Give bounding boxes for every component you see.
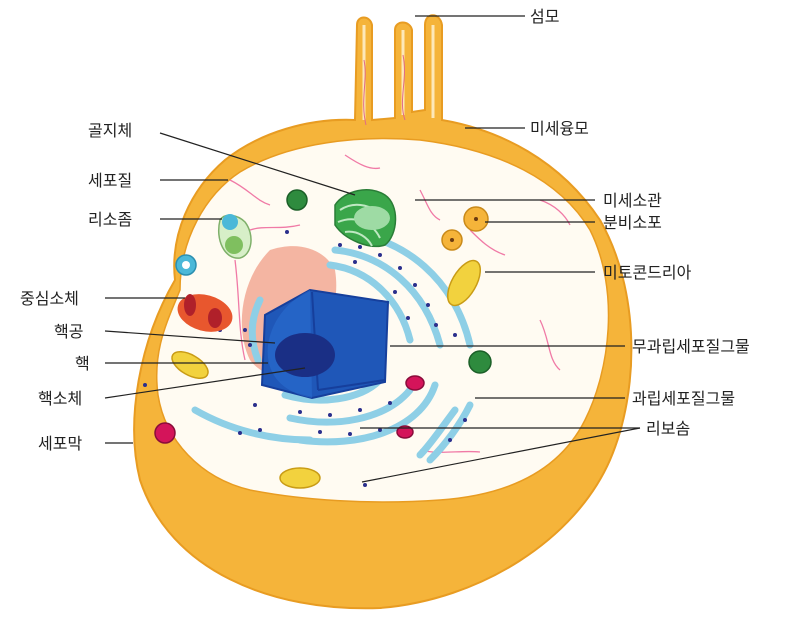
labels-left: 골지체 세포질 리소좀 중심소체 핵공 핵 핵소체 세포막 xyxy=(20,121,132,453)
label-smooth-er: 무과립세포질그물 xyxy=(632,337,750,356)
label-lysosome: 리소좀 xyxy=(88,210,132,229)
label-microtubule: 미세소관 xyxy=(603,191,662,210)
label-cilia: 섬모 xyxy=(530,7,559,26)
label-rough-er: 과립세포질그물 xyxy=(632,389,735,408)
label-ribosome: 리보솜 xyxy=(646,419,690,438)
vesicle-green xyxy=(287,190,307,210)
label-nuclear-pore: 핵공 xyxy=(54,322,83,341)
nucleus xyxy=(262,290,388,398)
label-nucleolus: 핵소체 xyxy=(38,389,82,408)
nucleolus-shape xyxy=(275,333,335,377)
label-mitochondria: 미토콘드리아 xyxy=(603,263,692,282)
label-golgi: 골지체 xyxy=(88,121,132,140)
label-cell-membrane: 세포막 xyxy=(38,434,82,453)
label-secretory-vesicle: 분비소포 xyxy=(603,213,662,232)
label-nucleus: 핵 xyxy=(75,354,90,373)
vesicle-dark-green xyxy=(469,351,491,373)
label-cytoplasm: 세포질 xyxy=(88,171,132,190)
label-microvilli: 미세융모 xyxy=(530,119,589,138)
label-centrosome: 중심소체 xyxy=(20,289,79,308)
